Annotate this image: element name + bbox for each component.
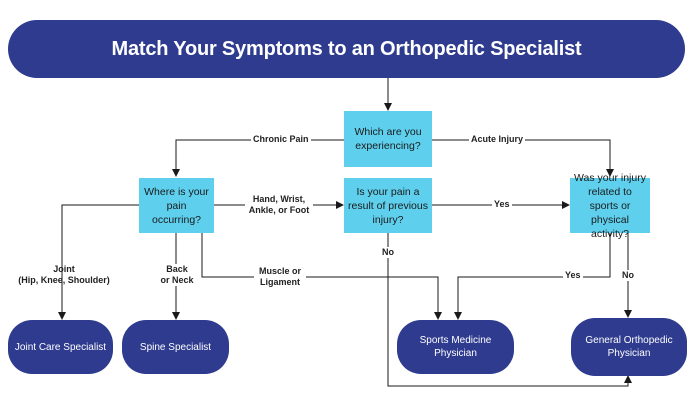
page-title: Match Your Symptoms to an Orthopedic Spe… <box>8 20 685 78</box>
label-chronic-pain: Chronic Pain <box>251 134 311 145</box>
label-yes-previous: Yes <box>492 199 512 210</box>
label-hand-wrist: Hand, Wrist, Ankle, or Foot <box>245 194 313 216</box>
outcome-general: General Orthopedic Physician <box>571 318 687 376</box>
label-yes-sports: Yes <box>563 270 583 281</box>
label-joint: Joint (Hip, Knee, Shoulder) <box>18 264 110 285</box>
question-where: Where is your pain occurring? <box>139 178 214 233</box>
edge-muscle-ligament <box>201 233 442 320</box>
outcome-spine: Spine Specialist <box>122 320 229 374</box>
label-muscle-ligament: Muscle or Ligament <box>254 266 306 288</box>
label-no-previous: No <box>380 247 396 258</box>
label-acute-injury: Acute Injury <box>469 134 526 145</box>
label-no-sports: No <box>620 270 636 281</box>
outcome-joint-care: Joint Care Specialist <box>8 320 113 374</box>
outcome-sports-medicine: Sports Medicine Physician <box>397 320 514 374</box>
question-sports: Was your injury related to sports or phy… <box>570 172 650 240</box>
question-experiencing: Which are you experiencing? <box>344 111 432 167</box>
edge-chronic-pain <box>172 139 344 177</box>
edge-sports-yes <box>454 233 611 320</box>
edge-previous-no <box>387 233 632 387</box>
question-previous-injury: Is your pain a result of previous injury… <box>344 178 432 233</box>
label-back-neck: Back or Neck <box>157 264 197 286</box>
edge-joint <box>58 204 140 320</box>
